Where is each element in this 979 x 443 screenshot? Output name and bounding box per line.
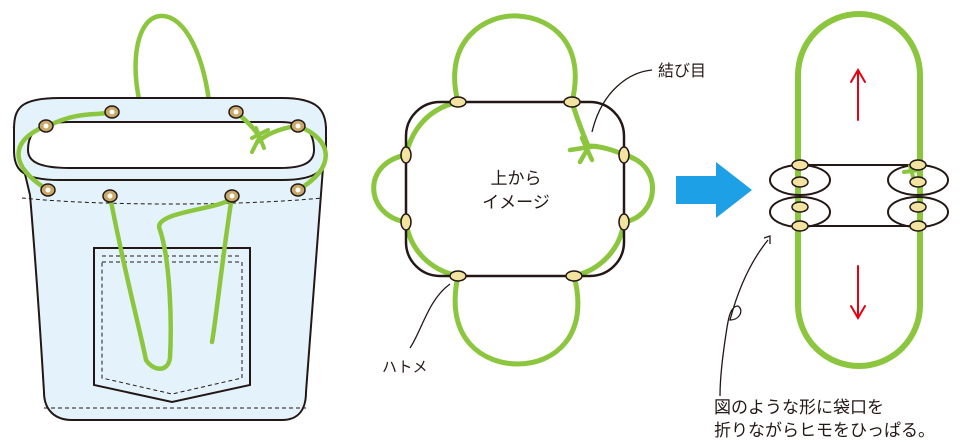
knot-label: 結び目	[658, 61, 706, 80]
right-arrow-icon	[676, 162, 752, 218]
grommet-label: ハトメ	[382, 358, 427, 376]
closure-grommets	[791, 159, 927, 232]
top-view-diagram: 上から イメージ 結び目 ハトメ	[371, 13, 706, 376]
up-arrow-icon	[850, 68, 866, 121]
instruction-line1: 図のような形に袋口を	[714, 398, 884, 418]
top-view-grommets	[400, 96, 630, 282]
instruction-line2: 折りながらヒモをひっぱる。	[714, 421, 935, 441]
bag-grommets	[38, 105, 306, 203]
down-arrow-icon	[850, 265, 866, 320]
bag-illustration	[12, 13, 328, 421]
top-view-label-line2: イメージ	[482, 193, 550, 213]
top-view-label-line1: 上から	[491, 169, 542, 189]
pulled-closure-diagram: 図のような形に袋口を 折りながらヒモをひっぱる。	[714, 11, 949, 441]
